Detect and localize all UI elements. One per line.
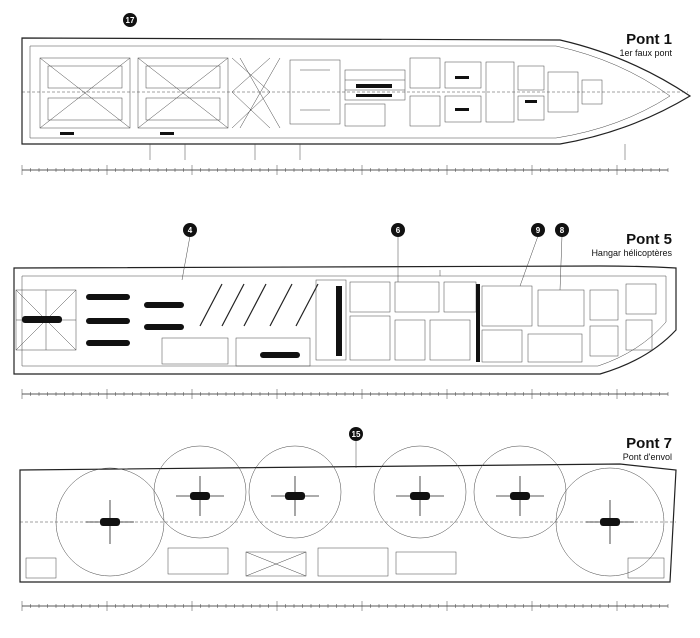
deck-5-marker-1 <box>183 223 197 237</box>
deck-1-title: Pont 1 <box>626 31 672 48</box>
deck-1-subtitle: 1er faux pont <box>619 48 672 58</box>
deck-7-plan: 15 Pont 7 Pont d'envol <box>19 427 677 611</box>
deck-5-marker-1-label: 4 <box>188 226 193 235</box>
deck-7-marker-label: 15 <box>352 430 361 439</box>
deck-7-title: Pont 7 <box>626 435 672 452</box>
deck-5-marker-3-label: 9 <box>536 226 541 235</box>
deck-5-marker-2 <box>391 223 405 237</box>
deck-7-subtitle: Pont d'envol <box>623 452 672 462</box>
deck-5-marker-4-label: 8 <box>560 226 565 235</box>
deck-5-title: Pont 5 <box>626 231 672 248</box>
deck-1-marker <box>123 13 137 27</box>
deck-5-marker-2-label: 6 <box>396 226 401 235</box>
deck-5-plan: 4 6 9 8 Pont 5 Hangar hélicoptères <box>13 223 677 399</box>
deck-7-marker <box>349 427 363 441</box>
deck-1-plan: 17 Pont 1 1er faux pont <box>21 13 692 175</box>
deck-5-subtitle: Hangar hélicoptères <box>591 248 672 258</box>
deck-1-marker-label: 17 <box>126 16 135 25</box>
deck-5-marker-3 <box>531 223 545 237</box>
deck-5-marker-4 <box>555 223 569 237</box>
